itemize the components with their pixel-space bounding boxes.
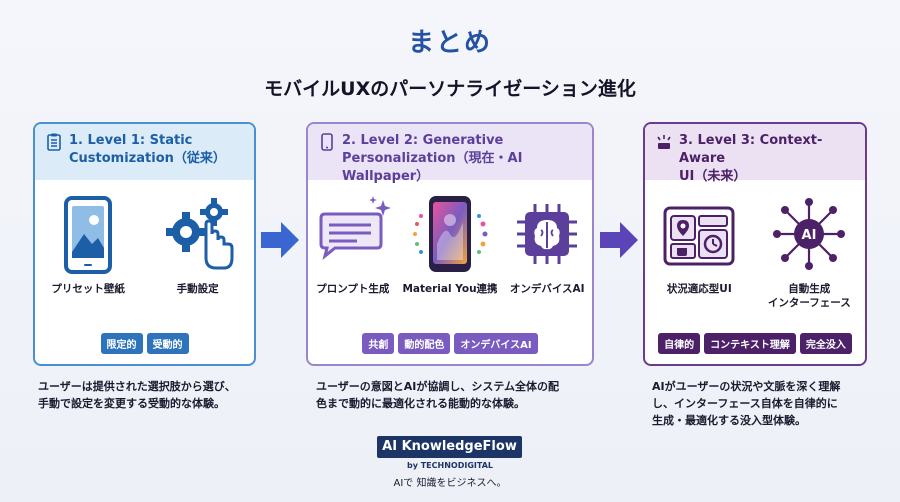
tag: 共創 [362,333,395,354]
level-3-title-line1: 3. Level 3: Context-Aware [679,133,823,166]
item-label: オンデバイスAI [509,283,585,295]
chip-brain-icon [517,204,578,264]
level-1-description: ユーザーは提供された選択肢から選び、 手動で設定を変更する受動的な体験。 [38,380,236,410]
prompt-sparkle-icon [319,196,391,260]
tag: オンデバイスAI [454,333,538,354]
checklist-icon [47,133,61,151]
device-glow-icon [657,135,671,149]
level-1-header: 1. Level 1: Static Customization（従来） [35,124,254,180]
level-1-tags: 限定的 受動的 [35,333,254,354]
material-phone-icon [413,196,488,272]
level-1-card: 1. Level 1: Static Customization（従来） プリセ… [33,122,256,366]
phone-image-icon [64,196,113,274]
level-2-tags: 共創 動的配色 オンデバイスAI [308,333,592,354]
item-auto-generated-ui: AI 自動生成 インターフェース [768,194,851,310]
item-label-line2: インターフェース [767,297,851,309]
item-on-device-ai: オンデバイスAI [507,194,587,296]
level-1-title-line1: 1. Level 1: Static [69,133,193,148]
svg-text:AI: AI [802,228,817,243]
level-3-tags: 自律的 コンテキスト理解 完全没入 [645,333,865,354]
tag: コンテキスト理解 [704,333,796,354]
page-title: まとめ [407,28,492,58]
level-3-card: 3. Level 3: Context-Aware UI（未来） 状況適応型UI [643,122,867,366]
item-label: プリセット壁紙 [51,283,125,295]
ai-network-icon: AI [773,198,846,270]
brand-tagline: AIで 知識をビジネスへ。 [393,478,507,489]
brand-logo: AI KnowledgeFlow [377,436,522,458]
item-label: プロンプト生成 [316,283,390,295]
level-2-header: 2. Level 2: Generative Personalization（現… [308,124,592,184]
item-manual-settings: 手動設定 [158,194,238,296]
level-3-header: 3. Level 3: Context-Aware UI（未来） [645,124,865,184]
level-2-title-line1: 2. Level 2: Generative [342,133,504,148]
level-2-title-line2: Personalization（現在・AI Wallpaper） [342,151,523,184]
level-2-description: ユーザーの意図とAIが協調し、システム全体の配 色まで動的に最適化される能動的な… [316,380,560,410]
item-label: 自動生成 [788,283,831,295]
tag: 自律的 [658,333,701,354]
level-3-description: AIがユーザーの状況や文脈を深く理解 し、インターフェース自体を自律的に 生成・… [652,380,841,427]
brand-byline: by TECHNODIGITAL [407,461,493,470]
item-preset-wallpaper: プリセット壁紙 [51,194,125,296]
item-prompt-generation: プロンプト生成 [313,194,393,296]
item-label: Material You連携 [402,283,498,295]
level-1-title-line2: Customization（従来） [69,151,226,166]
tag: 受動的 [146,333,189,354]
level-2-card: 2. Level 2: Generative Personalization（現… [306,122,594,366]
tag: 動的配色 [398,333,451,354]
item-label: 状況適応型UI [666,283,732,295]
smartphone-icon [321,133,333,151]
context-ui-icon [663,206,735,266]
item-label: 手動設定 [176,283,219,295]
level-3-title-line2: UI（未来） [679,169,747,184]
item-context-ui: 状況適応型UI [659,194,739,310]
arrow-right-icon [600,222,638,258]
tag: 完全没入 [799,333,852,354]
arrow-right-icon [261,222,299,258]
gear-hand-icon [165,198,234,270]
page-subtitle: モバイルUXのパーソナライゼーション進化 [264,78,636,100]
tag: 限定的 [100,333,143,354]
item-material-you: Material You連携 [402,194,498,296]
